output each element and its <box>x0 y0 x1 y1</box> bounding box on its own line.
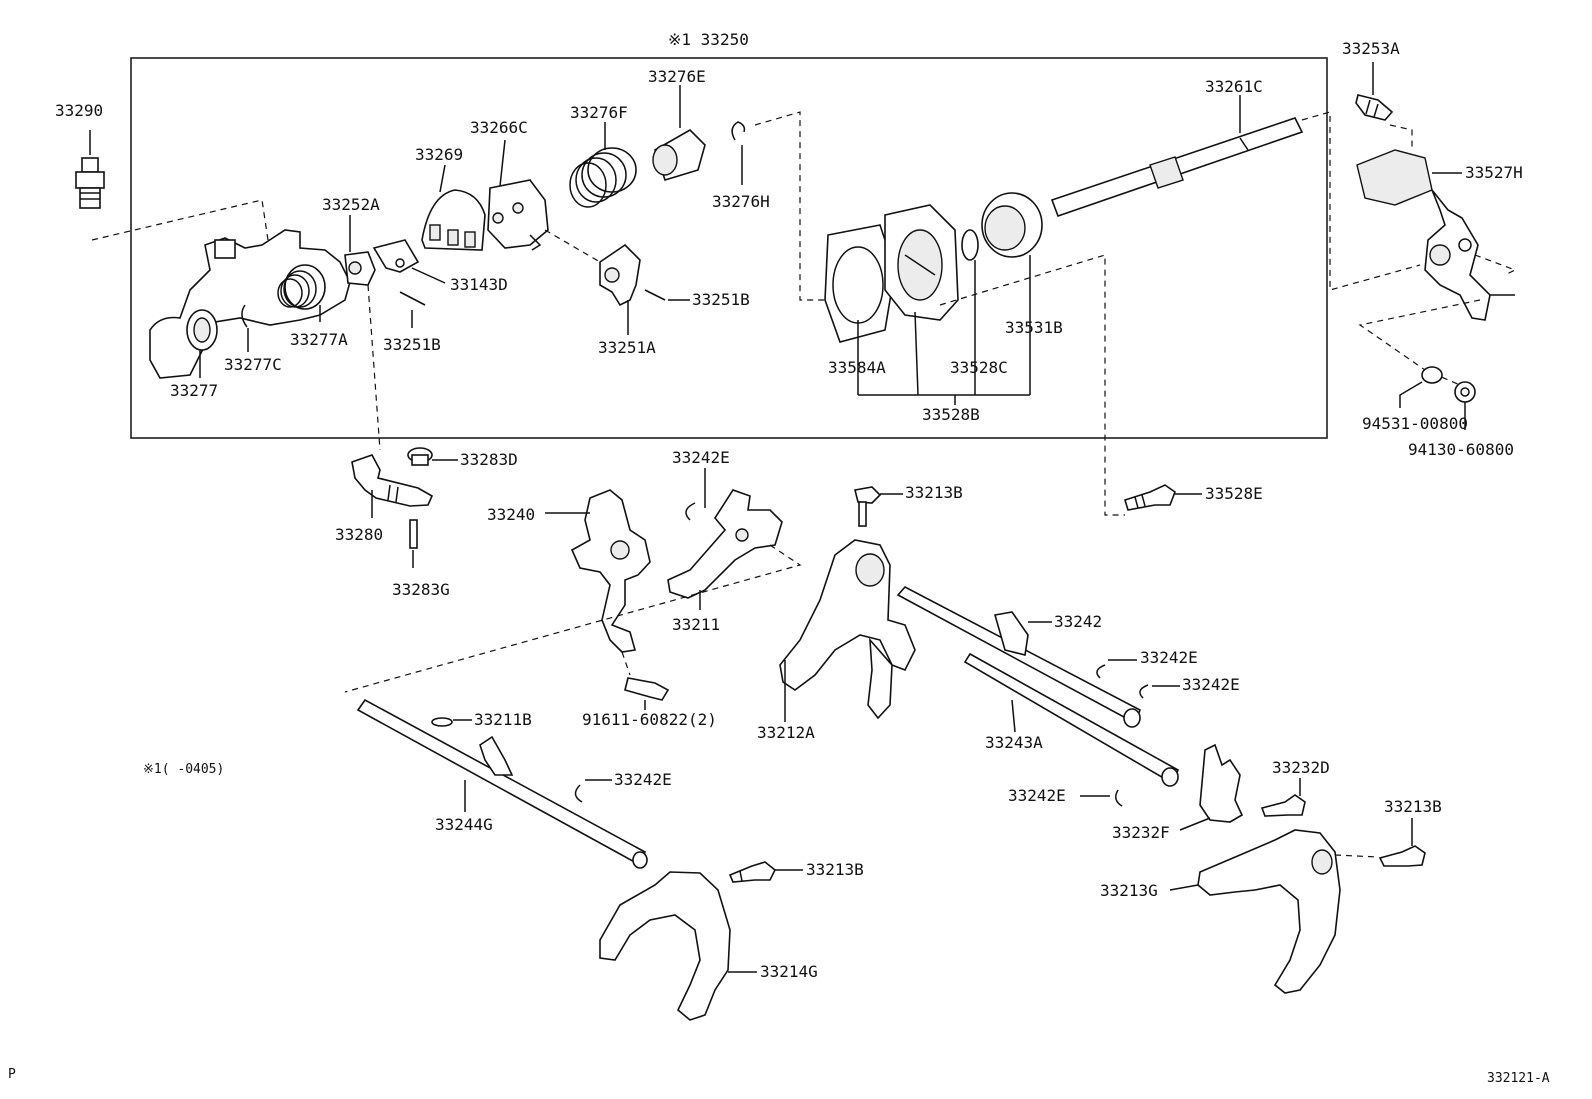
corner-mark: P <box>8 1067 16 1082</box>
label-33283G: 33283G <box>392 580 450 599</box>
part-33243A[interactable] <box>963 652 1180 787</box>
part-33232F[interactable] <box>1199 743 1244 823</box>
label-33283D: 33283D <box>460 450 518 469</box>
part-33277[interactable] <box>186 309 218 351</box>
label-33232F: 33232F <box>1112 823 1170 842</box>
part-33213B-a[interactable] <box>854 486 882 527</box>
label-33211: 33211 <box>672 615 720 634</box>
part-33266C[interactable] <box>487 179 549 251</box>
label-33253A: 33253A <box>1342 39 1400 58</box>
part-33269[interactable] <box>421 189 486 251</box>
label-33242E-b: 33242E <box>1140 648 1198 667</box>
part-33277C[interactable] <box>241 304 248 328</box>
group-label: ※1 33250 <box>668 30 749 49</box>
part-33253A[interactable] <box>1355 94 1394 121</box>
label-33261C: 33261C <box>1205 77 1263 96</box>
label-33242E-c: 33242E <box>1182 675 1240 694</box>
label-33242: 33242 <box>1054 612 1102 631</box>
label-33584A: 33584A <box>828 358 886 377</box>
part-33283G[interactable] <box>409 519 418 549</box>
label-33528E: 33528E <box>1205 484 1263 503</box>
label-33528C: 33528C <box>950 358 1008 377</box>
part-33211[interactable] <box>667 489 783 599</box>
label-33527H: 33527H <box>1465 163 1523 182</box>
part-33251B-a[interactable] <box>399 291 426 306</box>
label-33252A: 33252A <box>322 195 380 214</box>
label-33242E-d: 33242E <box>614 770 672 789</box>
label-33243A: 33243A <box>985 733 1043 752</box>
part-33283D[interactable] <box>407 447 433 466</box>
part-33242E-e[interactable] <box>1115 789 1123 807</box>
part-33261C[interactable] <box>1050 117 1304 218</box>
part-33232D[interactable] <box>1260 794 1306 817</box>
part-33242E-c[interactable] <box>1139 684 1149 699</box>
label-33240: 33240 <box>487 505 535 524</box>
label-33251A: 33251A <box>598 338 656 357</box>
label-33213B-a: 33213B <box>905 483 963 502</box>
label-33528B: 33528B <box>922 405 980 424</box>
part-33213G[interactable] <box>1197 829 1341 994</box>
part-33528E[interactable] <box>1124 484 1176 511</box>
label-33244G: 33244G <box>435 815 493 834</box>
label-33269: 33269 <box>415 145 463 164</box>
part-33242E-d[interactable] <box>574 784 583 803</box>
part-33252A[interactable] <box>344 251 376 286</box>
footnote: ※1( -0405) <box>143 762 224 777</box>
part-94130-60800[interactable] <box>1454 381 1476 403</box>
part-33528C[interactable] <box>961 229 979 261</box>
label-33251B-a: 33251B <box>383 335 441 354</box>
part-33242E-a[interactable] <box>685 502 696 521</box>
label-33531B: 33531B <box>1005 318 1063 337</box>
label-33232D: 33232D <box>1272 758 1330 777</box>
label-33143D: 33143D <box>450 275 508 294</box>
part-33242E-b[interactable] <box>1096 664 1106 679</box>
part-33242[interactable] <box>896 585 1142 728</box>
part-94531-00800[interactable] <box>1421 366 1443 384</box>
label-33213B-c: 33213B <box>1384 797 1442 816</box>
part-33527H[interactable] <box>1356 149 1515 321</box>
label-33276E: 33276E <box>648 67 706 86</box>
part-33531B[interactable] <box>981 192 1043 258</box>
diagram-id: 332121-A <box>1487 1071 1550 1086</box>
part-33213B-b[interactable] <box>728 861 777 883</box>
label-94531-00800: 94531-00800 <box>1362 414 1468 433</box>
part-33212A[interactable] <box>779 539 916 720</box>
label-33242E-a: 33242E <box>672 448 730 467</box>
part-33213B-c[interactable] <box>1378 845 1426 867</box>
label-33276F: 33276F <box>570 103 628 122</box>
label-94130-60800: 94130-60800 <box>1408 440 1514 459</box>
label-33277A: 33277A <box>290 330 348 349</box>
label-33276H: 33276H <box>712 192 770 211</box>
label-91611-60822: 91611-60822(2) <box>582 710 717 729</box>
part-33251A[interactable] <box>599 243 641 307</box>
label-33251B-b: 33251B <box>692 290 750 309</box>
part-91611-60822[interactable] <box>624 677 670 701</box>
label-33212A: 33212A <box>757 723 815 742</box>
label-33280: 33280 <box>335 525 383 544</box>
part-33214G[interactable] <box>599 871 731 1021</box>
label-33213B-b: 33213B <box>806 860 864 879</box>
label-33214G: 33214G <box>760 962 818 981</box>
label-33290: 33290 <box>55 101 103 120</box>
part-33240[interactable] <box>570 489 651 653</box>
label-33277C: 33277C <box>224 355 282 374</box>
part-33251B-b[interactable] <box>644 289 666 301</box>
label-33242E-e: 33242E <box>1008 786 1066 805</box>
part-seal-housing[interactable] <box>884 204 959 321</box>
part-33277A[interactable] <box>277 264 326 310</box>
label-33277: 33277 <box>170 381 218 400</box>
label-33213G: 33213G <box>1100 881 1158 900</box>
part-33276E[interactable] <box>652 129 706 181</box>
part-33276H[interactable] <box>731 121 746 141</box>
part-33276F[interactable] <box>569 147 637 208</box>
part-33211B[interactable] <box>431 717 453 727</box>
label-33211B: 33211B <box>474 710 532 729</box>
assembly-group-box <box>130 57 1328 439</box>
part-33244G[interactable] <box>356 698 648 869</box>
part-33143D[interactable] <box>372 239 420 273</box>
part-33290[interactable] <box>75 157 105 209</box>
label-33266C: 33266C <box>470 118 528 137</box>
